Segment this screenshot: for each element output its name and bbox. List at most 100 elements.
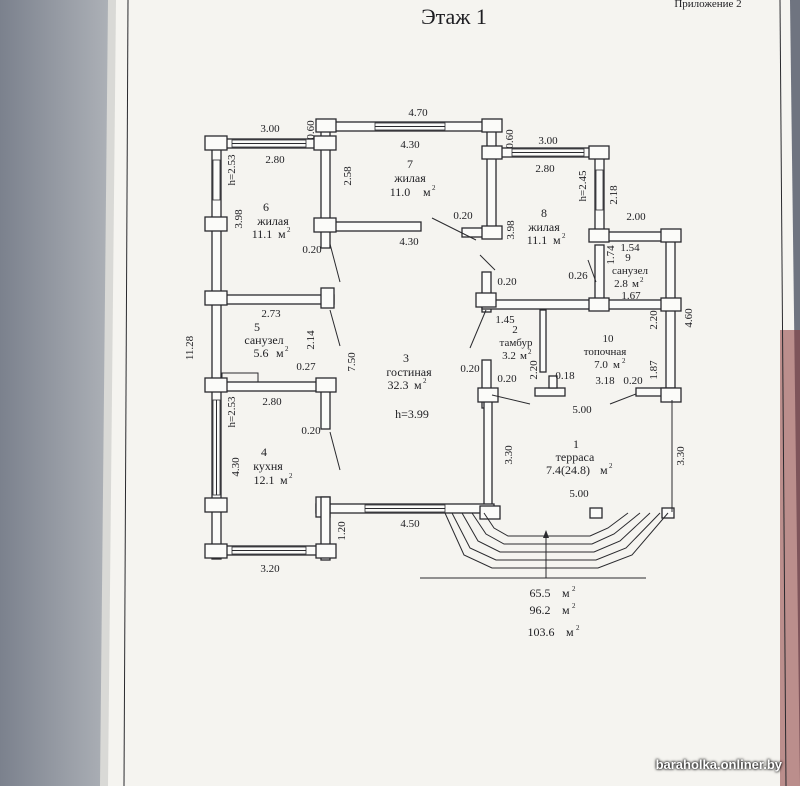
room-6-area: 11.1 <box>252 227 273 241</box>
dim-r10-318: 3.18 <box>595 375 615 387</box>
log-joints <box>204 118 682 559</box>
total-2-value: 96.2 <box>530 603 551 617</box>
wall-r6-bottom <box>211 294 335 305</box>
dim-r10-020: 0.20 <box>623 375 643 387</box>
dim-r10-187: 1.87 <box>648 360 660 380</box>
dim-bottom-120: 1.20 <box>336 521 348 541</box>
total-2-unit: м <box>562 603 570 617</box>
dim-r4-020: 0.20 <box>301 425 321 437</box>
dim-door-020-top: 0.20 <box>453 210 473 222</box>
dim-r4-430: 4.30 <box>230 457 242 477</box>
dim-terrace-330-right: 3.30 <box>675 446 687 466</box>
dim-bottom-320: 3.20 <box>260 563 280 575</box>
total-1-value: 65.5 <box>530 586 551 600</box>
post-terrace-1 <box>589 507 603 519</box>
room-3-unit-sup: 2 <box>423 377 427 385</box>
dim-mid-430: 4.30 <box>399 236 419 248</box>
room-4-label: 4 кухня 12.1 м 2 <box>253 445 293 487</box>
door-swings <box>221 217 637 471</box>
room-2-area: 3.2 <box>502 350 516 362</box>
dim-r2-020b: 0.20 <box>497 373 517 385</box>
room-6-number: 6 <box>263 200 269 214</box>
room-1-unit: м <box>600 463 608 477</box>
room-9-label: 9 санузел 2.8 м 2 <box>612 252 649 290</box>
room-6-unit-sup: 2 <box>287 226 291 234</box>
room-7-name: жилая <box>393 171 426 185</box>
room-1-area: 7.4(24.8) <box>546 463 590 477</box>
room-1-number: 1 <box>573 437 579 451</box>
dim-r9-167: 1.67 <box>621 290 641 302</box>
margin-line-right <box>779 0 787 786</box>
wall-r4-right-lower <box>320 496 331 561</box>
room-5-name: санузел <box>244 333 283 347</box>
total-3-value: 103.6 <box>528 625 555 639</box>
dim-right-460: 4.60 <box>683 308 695 328</box>
room-3-area: 32.3 <box>388 378 409 392</box>
total-3-unit: м <box>566 625 574 639</box>
dim-r2-145: 1.45 <box>495 314 515 326</box>
area-totals: 65.5 м 2 96.2 м 2 103.6 м 2 <box>528 585 581 639</box>
paper-sheet <box>108 0 800 786</box>
appendix-label: Приложение 2 <box>674 0 741 10</box>
dim-r4-280: 2.80 <box>262 396 282 408</box>
room-10-unit-sup: 2 <box>622 357 626 365</box>
room-7-label: 7 жилая 11.0 м 2 <box>390 157 436 199</box>
dim-r10-220: 2.20 <box>648 310 660 330</box>
dim-r8-020: 0.20 <box>497 276 517 288</box>
page-stack <box>100 0 118 786</box>
left-page-edge <box>0 0 112 786</box>
room-3-height: h=3.99 <box>395 407 429 421</box>
wall-right-mid <box>665 231 676 399</box>
dim-bottom-450: 4.50 <box>400 518 420 530</box>
dim-terrace-500-bottom: 5.00 <box>569 488 589 500</box>
wall-terrace-left <box>483 394 493 518</box>
room-10-name: топочная <box>584 346 627 358</box>
room-7-area: 11.0 <box>390 185 411 199</box>
room-2-name: тамбур <box>500 337 533 349</box>
dim-r2-020a: 0.20 <box>460 363 480 375</box>
room-1-name: терраса <box>556 450 595 464</box>
wall-r6-r7 <box>320 147 331 249</box>
room-8-number: 8 <box>541 206 547 220</box>
room-2-unit: м <box>520 350 527 362</box>
total-1-unit: м <box>562 586 570 600</box>
dim-r4-height: h=2.53 <box>226 396 238 427</box>
dim-r8-398: 3.98 <box>505 220 517 240</box>
room-5-number: 5 <box>254 320 260 334</box>
room-8-unit: м <box>553 233 561 247</box>
margin-line-left <box>123 0 129 786</box>
wall-r6-end <box>320 287 335 309</box>
room-2-label: 2 тамбур 3.2 м 2 <box>500 324 533 362</box>
room-10-unit: м <box>613 359 620 371</box>
room-4-unit: м <box>280 473 288 487</box>
dim-top-300-left: 3.00 <box>260 123 280 135</box>
room-6-unit: м <box>278 227 286 241</box>
dim-r5-027: 0.27 <box>296 361 316 373</box>
terrace-steps <box>420 400 673 579</box>
room-5-area: 5.6 <box>254 346 269 360</box>
total-3-sup: 2 <box>576 624 580 632</box>
room-3-number: 3 <box>403 351 409 365</box>
room-10-number: 10 <box>603 333 615 345</box>
room-7-unit-sup: 2 <box>432 184 436 192</box>
room-5-label: 5 санузел 5.6 м 2 <box>244 320 289 360</box>
dim-top-060-left: 0.60 <box>305 120 317 140</box>
dim-r9-174: 1.74 <box>605 245 617 265</box>
dim-r5-273: 2.73 <box>261 308 281 320</box>
dim-r7-258: 2.58 <box>342 166 354 186</box>
dim-r6-height: h=2.53 <box>226 154 238 185</box>
dim-terrace-330-left: 3.30 <box>503 445 515 465</box>
room-3-name: гостиная <box>386 365 432 379</box>
dim-r8-200: 2.00 <box>626 211 646 223</box>
room-4-unit-sup: 2 <box>289 472 293 480</box>
wall-r7-r8 <box>486 147 497 239</box>
dim-r6-280: 2.80 <box>265 154 285 166</box>
room-9-unit: м <box>632 278 639 290</box>
room-2-number: 2 <box>512 324 518 336</box>
room-9-area: 2.8 <box>614 278 628 290</box>
wall-left-outer <box>211 138 222 560</box>
watermark: baraholka.onliner.by <box>655 757 782 772</box>
dim-r6-020: 0.20 <box>302 244 322 256</box>
wall-r2-r10 <box>539 309 547 373</box>
room-1-label: 1 терраса 7.4(24.8) м 2 <box>546 437 613 477</box>
